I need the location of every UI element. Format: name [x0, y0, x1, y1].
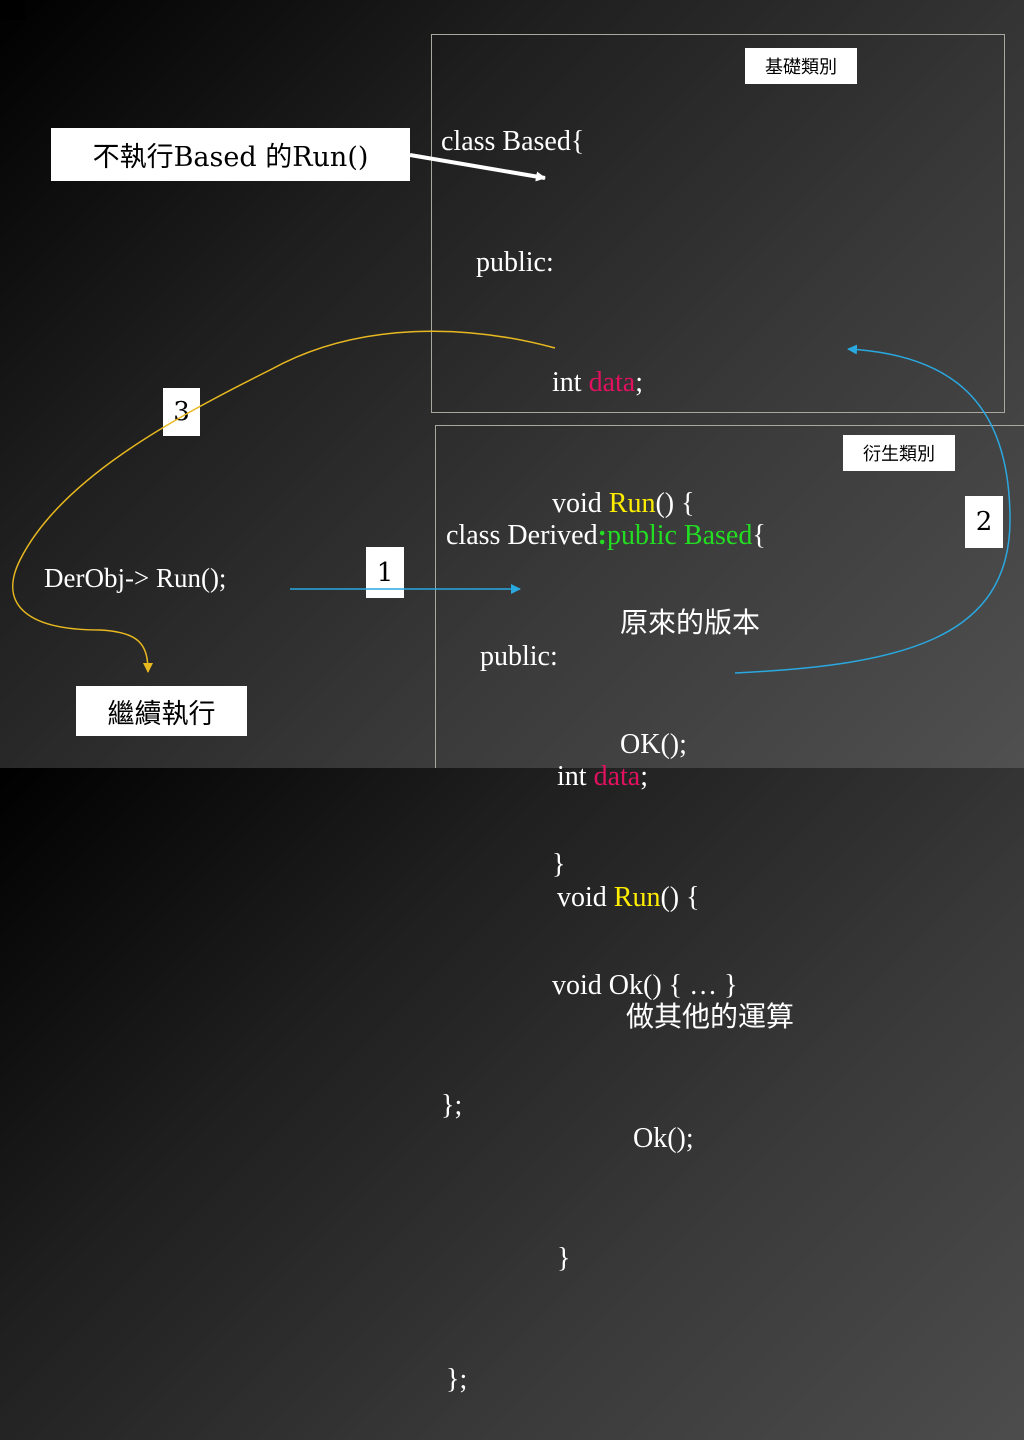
derived-line-5: 做其他的運算 — [626, 1002, 795, 1033]
not-execute-arrow — [409, 153, 546, 182]
derived-line-8: }; — [446, 1363, 468, 1395]
public-based-keyword: public Based — [606, 520, 753, 551]
based-line-1: class Based{ — [441, 126, 585, 157]
based-line-4: void Run() { — [552, 487, 695, 519]
step-2-arrow — [734, 344, 1011, 674]
continue-label: 繼續執行 — [76, 686, 247, 736]
derived-class-label: 衍生類別 — [843, 435, 955, 471]
based-line-5: 原來的版本 — [620, 608, 761, 639]
derived-class-panel — [435, 425, 1024, 768]
run-keyword: Run — [608, 487, 656, 519]
based-class-panel — [431, 34, 1005, 413]
derived-line-4: void Run() { — [557, 881, 700, 913]
based-line-2: public: — [476, 246, 554, 278]
not-execute-label: 不執行Based 的Run() — [51, 128, 410, 181]
derived-line-2: public: — [480, 640, 558, 672]
based-line-3: int data; — [552, 367, 643, 398]
step-3-arrow — [12, 330, 556, 673]
derived-line-1: class Derived:public Based{ — [446, 520, 766, 551]
run-keyword: Run — [613, 881, 661, 913]
based-line-6: OK(); — [620, 728, 687, 760]
call-statement: DerObj-> Run(); — [44, 563, 227, 593]
step-2-label: 2 — [965, 496, 1003, 548]
base-class-label: 基礎類別 — [745, 48, 857, 84]
data-keyword: data — [588, 367, 636, 398]
derived-line-7: } — [557, 1243, 571, 1274]
arrows-layer — [12, 153, 1011, 674]
derived-line-6: Ok(); — [626, 1122, 694, 1154]
corner-block — [0, 0, 26, 20]
